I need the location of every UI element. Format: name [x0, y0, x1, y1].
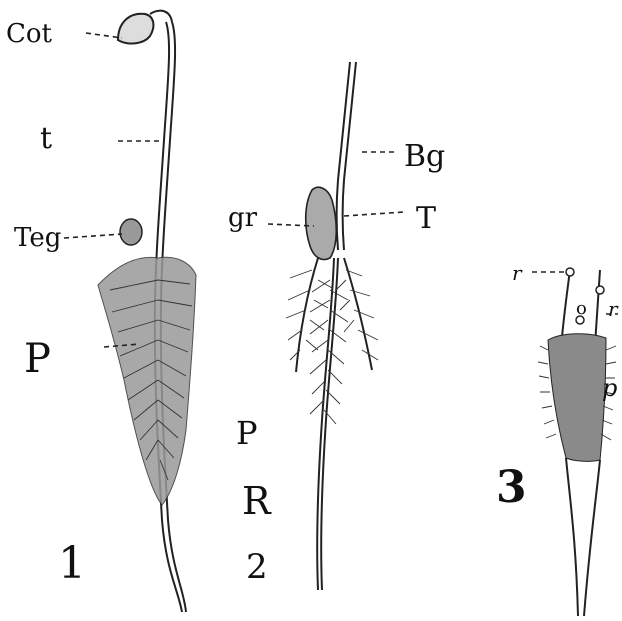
fig2-t-leader	[344, 212, 404, 216]
fig2-number: 2	[246, 547, 268, 587]
fig1-teg-leader	[64, 234, 122, 238]
fig1-seed-coat	[120, 219, 142, 245]
fig3-root-tip	[566, 458, 578, 616]
fig1-label-teg: Teg	[14, 223, 61, 253]
fig3-number: 3	[496, 462, 527, 513]
fig1-number: 1	[58, 538, 86, 589]
fig3-label-r-right: r	[608, 297, 619, 321]
fig1-label-cot: Cot	[6, 19, 53, 49]
figure-1-seedling: Cot t Teg P 1	[6, 11, 196, 612]
fig2-left-root	[296, 258, 318, 372]
fig1-cot-leader	[86, 33, 122, 38]
fig2-label-bg: Bg	[404, 139, 445, 174]
fig1-label-t: t	[40, 121, 52, 156]
fig3-label-p: p	[602, 374, 617, 402]
fig1-label-p: P	[24, 336, 51, 382]
fig2-label-p: P	[236, 414, 258, 452]
fig3-node-right	[596, 286, 604, 294]
fig3-root-hairs	[548, 334, 606, 462]
fig3-label-r-left: r	[512, 261, 523, 285]
fig2-label-gr: gr	[228, 203, 258, 233]
fig1-root-hairs	[98, 257, 196, 505]
fig3-node-left	[566, 268, 574, 276]
fig2-label-r: R	[242, 479, 272, 523]
fig2-grain	[306, 187, 337, 259]
figure-2-seedling: Bg gr T P R 2	[228, 62, 445, 590]
fig3-label-o: o	[576, 298, 587, 319]
figure-3-root: r o r p 3	[496, 261, 619, 616]
fig2-label-t: T	[416, 201, 436, 236]
fig1-cotyledon	[118, 14, 153, 44]
